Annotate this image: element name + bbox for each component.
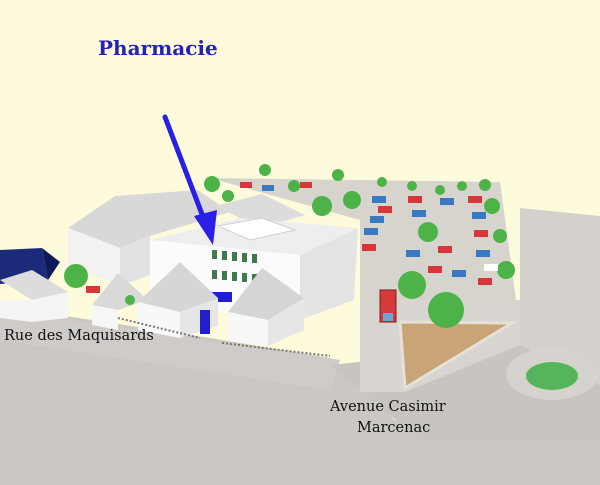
blue-roof-building-side bbox=[42, 248, 60, 280]
pharmacie-roof-skylight bbox=[216, 217, 297, 241]
street-label-avenue-line1: Avenue Casimir bbox=[330, 399, 446, 415]
house-3-blue-door bbox=[200, 310, 210, 334]
trees bbox=[64, 164, 515, 328]
street-label-rue-des-maquisards: Rue des Maquisards bbox=[4, 328, 154, 344]
house-4-wall bbox=[228, 312, 268, 346]
pharmacie-arrow-head bbox=[194, 210, 217, 245]
back-building-roof-2 bbox=[216, 194, 305, 228]
sidewalk-right bbox=[520, 208, 600, 385]
pharmacie-arrow-shaft bbox=[162, 114, 208, 225]
road-rue-des-maquisards bbox=[0, 310, 340, 390]
house-3-roof bbox=[138, 262, 218, 312]
roundabout-center bbox=[526, 362, 578, 390]
house-4-roof bbox=[228, 268, 304, 320]
street-label-avenue-line2: Marcenac bbox=[357, 420, 431, 436]
cars bbox=[86, 182, 498, 293]
house-left-wall bbox=[0, 292, 68, 322]
pharmacie-label: Pharmacie bbox=[98, 36, 218, 60]
house-left-roof bbox=[0, 270, 68, 300]
back-building-wall-side bbox=[120, 236, 150, 286]
back-building-roof bbox=[68, 190, 230, 248]
pharmacie-side-wall bbox=[300, 228, 358, 320]
house-4-wall-side bbox=[268, 298, 304, 346]
house-3-wall bbox=[138, 302, 180, 338]
back-building-wall-front bbox=[68, 228, 120, 286]
house-2-wall bbox=[92, 305, 118, 330]
pharmacie-blue-door bbox=[210, 292, 232, 302]
